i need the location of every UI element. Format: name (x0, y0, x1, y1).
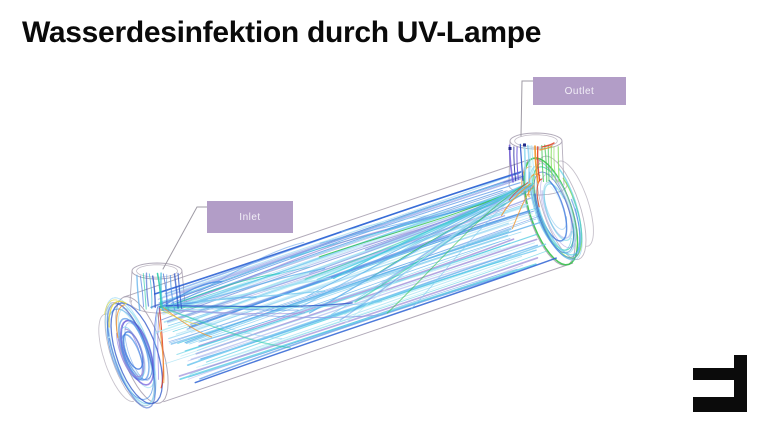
outlet-label: Outlet (533, 77, 626, 105)
seed-point-marker (523, 143, 526, 147)
outlet-label-text: Outlet (564, 85, 595, 97)
logo-mark (693, 355, 747, 412)
inlet-label: Inlet (207, 201, 293, 233)
inlet-label-text: Inlet (239, 211, 261, 223)
company-logo (693, 355, 747, 412)
slide-title: Wasserdesinfektion durch UV-Lampe (22, 16, 542, 49)
seed-point-marker (508, 147, 512, 150)
